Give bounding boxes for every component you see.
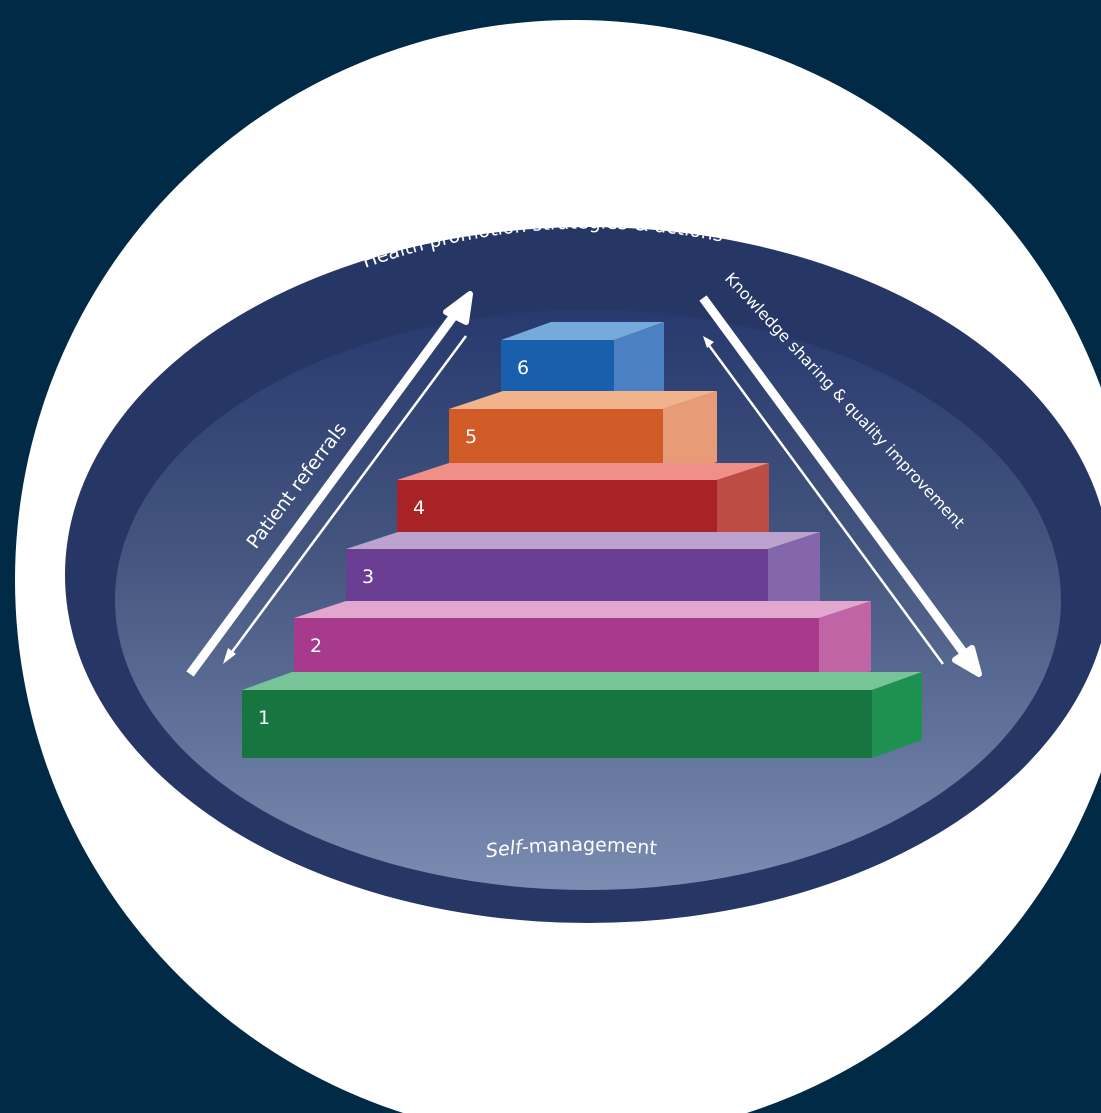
level-6-side-face (614, 322, 664, 410)
level-1-block: 1 (242, 672, 922, 758)
level-4-top-face (397, 463, 769, 480)
arrow-up-right-icon (703, 336, 945, 665)
arrow-down-right-icon (699, 295, 982, 677)
level-3-side-face (768, 532, 820, 619)
level-4-side-face (717, 463, 769, 549)
level-2-side-face (819, 601, 871, 688)
arrow-up-left-icon (186, 291, 473, 677)
bottom-label-italic: Self (485, 836, 526, 862)
level-2-number: 2 (310, 635, 322, 657)
level-4-number: 4 (413, 497, 425, 519)
level-3-top-face (346, 532, 820, 549)
pyramid: 6 5 4 3 2 1 (242, 322, 922, 758)
level-5-top-face (449, 391, 717, 409)
bottom-label-rest: -management (521, 834, 658, 860)
arrows (186, 291, 982, 677)
level-5-number: 5 (465, 426, 477, 448)
bottom-label: Self-management (485, 834, 658, 862)
level-6-number: 6 (517, 357, 529, 379)
level-3-number: 3 (362, 566, 374, 588)
level-2-top-face (294, 601, 871, 618)
level-1-front-face (242, 690, 872, 758)
bottom-label-path: Self-management (485, 834, 658, 862)
level-1-number: 1 (258, 707, 270, 729)
arrow-down-left-icon (223, 335, 468, 664)
level-1-top-face (242, 672, 922, 690)
level-5-side-face (663, 391, 717, 480)
level-1-side-face (872, 672, 922, 758)
level-6-top-face (501, 322, 664, 340)
